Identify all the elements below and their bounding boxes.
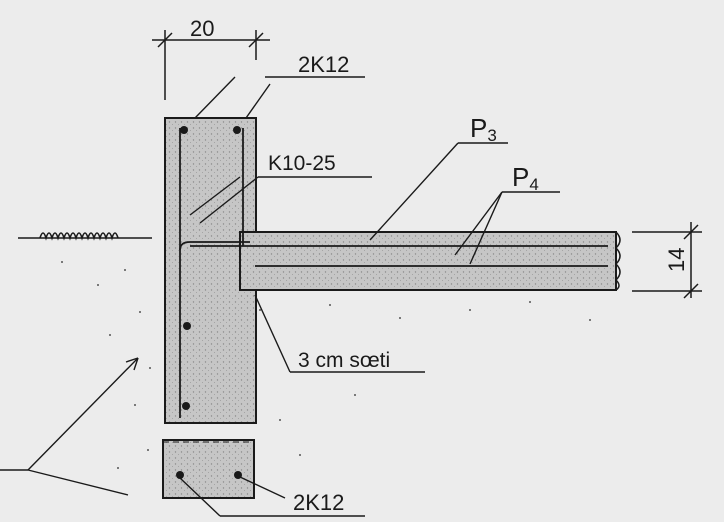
- dimension-14: [632, 222, 702, 299]
- wall-rebar-dot: [182, 402, 190, 410]
- bottom-rebar-label: 2K12: [293, 490, 344, 515]
- floor-slab: [239, 231, 617, 291]
- p3-label: P3: [470, 113, 497, 145]
- wall-reinforcement: [179, 128, 250, 418]
- leader-cavity: [254, 294, 425, 373]
- leader-p3: [369, 142, 508, 241]
- soil-dots: [61, 261, 591, 469]
- dimension-20: [152, 30, 270, 100]
- soil-surface-symbol: [18, 232, 152, 241]
- leader-left: [0, 357, 139, 496]
- top-rebar-dot: [233, 126, 241, 134]
- footing-section: [162, 439, 255, 499]
- p4-letter: P: [512, 162, 529, 192]
- top-rebar-dot: [180, 126, 188, 134]
- p3-letter: P: [470, 113, 487, 143]
- wall-rebar-dot: [183, 322, 191, 330]
- p3-index: 3: [487, 126, 496, 145]
- dimension-20-label: 20: [190, 16, 214, 41]
- leader-top-rebar: [194, 76, 365, 119]
- p4-index: 4: [529, 175, 538, 194]
- slab-break-line: [614, 231, 621, 291]
- slab-reinforcement: [190, 245, 608, 267]
- leader-p4: [454, 191, 560, 265]
- bottom-rebar-dot: [176, 471, 184, 479]
- leader-stirrups: [189, 176, 372, 224]
- cavity-label: 3 cm sœti: [298, 349, 390, 372]
- top-rebar-label: 2K12: [298, 52, 349, 77]
- stirrups-label: K10-25: [268, 152, 336, 175]
- leader-bottom-rebar: [179, 476, 365, 517]
- dimension-14-label: 14: [664, 248, 689, 272]
- p4-label: P4: [512, 162, 539, 194]
